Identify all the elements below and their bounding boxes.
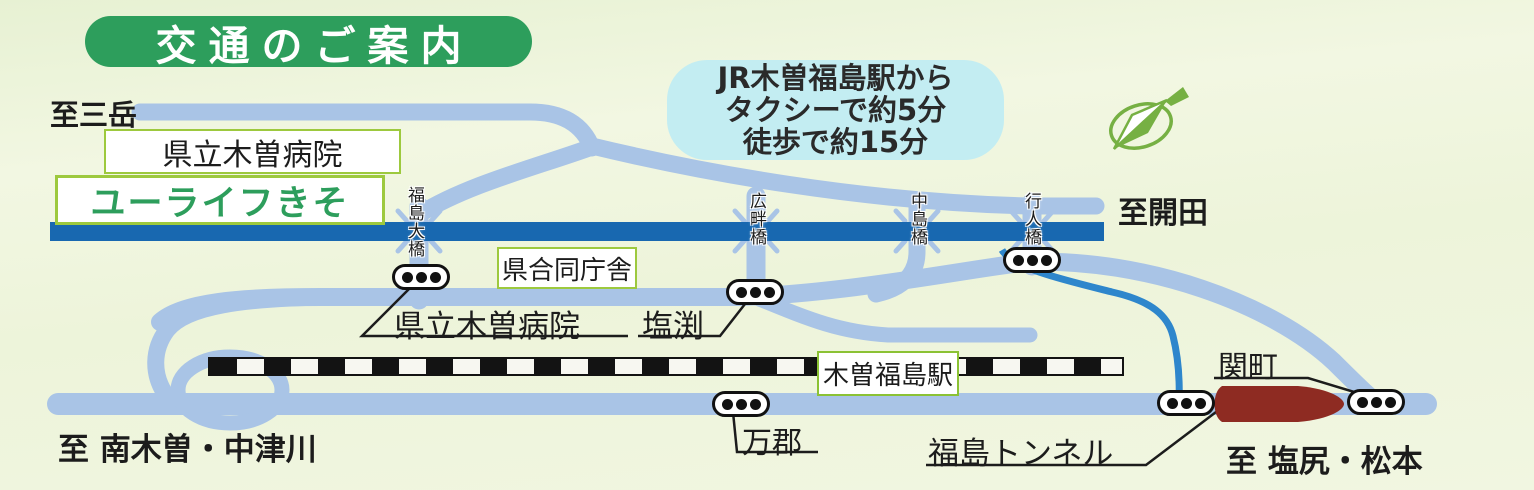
- leader-shiobuchi: [638, 294, 753, 338]
- leader-tunnel: [926, 405, 1225, 467]
- point-sekimachi: 関町: [1218, 350, 1278, 385]
- point-shiobuchi: 塩渕: [642, 309, 704, 345]
- label-youlife-kiso: ユーライフきそ: [55, 175, 385, 225]
- road-fork-to-bridge: [411, 138, 601, 223]
- access-note-bubble: JR木曽福島駅から タクシーで約5分 徒歩で約15分: [667, 60, 1004, 160]
- access-note-line2: タクシーで約5分: [724, 93, 947, 127]
- railway-line: [208, 357, 1124, 376]
- access-note-line1: JR木曽福島駅から: [717, 61, 954, 95]
- road-station-front: [749, 290, 1038, 343]
- bridge-gyonin: 行人橋: [1021, 192, 1041, 246]
- traffic-signal-tunnel-east: [1347, 389, 1405, 415]
- traffic-signal-hospital: [392, 264, 450, 290]
- fukushima-tunnel-shape: [1214, 386, 1344, 422]
- point-kiso-hospital: 県立木曽病院: [394, 309, 580, 345]
- kiso-river: [50, 222, 1104, 241]
- access-note-line3: 徒歩で約15分: [742, 125, 929, 159]
- direction-shiojiri-matsumoto: 至 塩尻・松本: [1226, 444, 1423, 480]
- label-govt-building: 県合同庁舎: [497, 247, 637, 289]
- road-loop-connector: [147, 288, 339, 401]
- label-kiso-fukushima-station: 木曽福島駅: [817, 351, 959, 396]
- point-fukushima-tunnel: 福島トンネル: [928, 436, 1114, 472]
- traffic-signal-shiobuchi: [726, 279, 784, 305]
- bridge-hirokuro: 広畔橋: [746, 192, 766, 246]
- bridge-flares: [395, 208, 1056, 254]
- compass-north-icon: [1109, 87, 1189, 150]
- road-to-kaida: [583, 137, 1105, 215]
- direction-kaida: 至開田: [1118, 196, 1208, 231]
- leader-hospital: [358, 283, 628, 338]
- direction-nagiso-nakatsugawa: 至 南木曽・中津川: [58, 432, 317, 468]
- bridge-fukushima-ohashi: 福島大橋: [404, 186, 424, 258]
- leader-mangori: [731, 411, 818, 454]
- direction-mitake: 至三岳: [50, 98, 138, 132]
- page-title: 交通のご案内: [85, 16, 532, 70]
- road-southeast-arc: [1019, 252, 1385, 411]
- traffic-signal-gyonin: [1003, 247, 1061, 273]
- traffic-signal-mangori: [712, 391, 770, 417]
- bridge-nakajima: 中島橋: [907, 192, 927, 246]
- label-kiso-hospital: 県立木曽病院: [104, 129, 401, 174]
- traffic-signal-tunnel-west: [1157, 390, 1215, 416]
- point-mangori: 万郡: [742, 426, 802, 461]
